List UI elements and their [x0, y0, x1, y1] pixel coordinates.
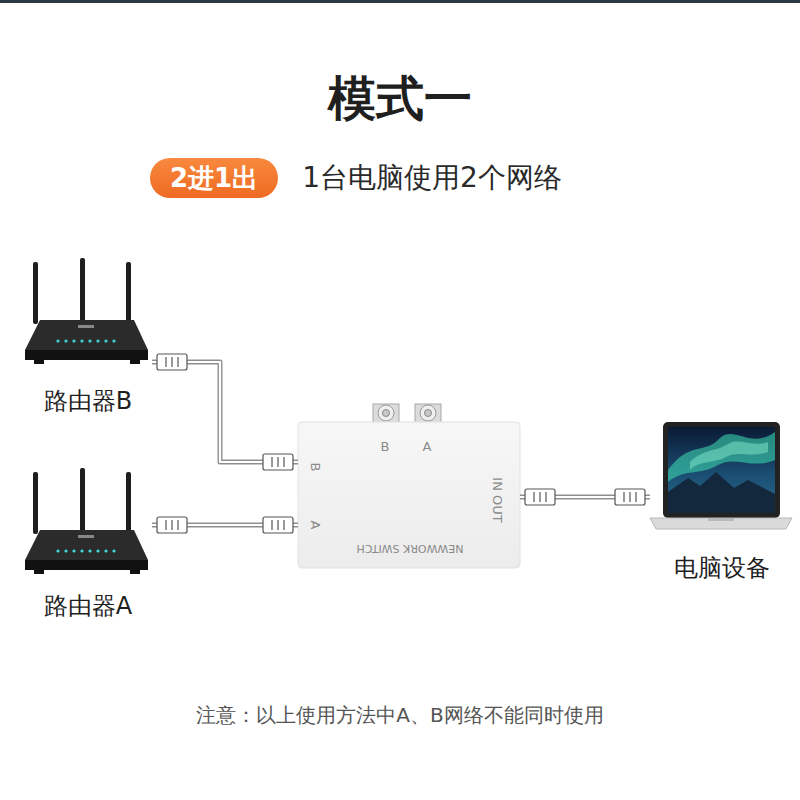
laptop-notch — [708, 518, 734, 521]
device-label: 路由器A — [44, 592, 132, 621]
network-cable — [152, 517, 298, 533]
rj45-plug — [263, 454, 293, 470]
knob — [378, 405, 394, 421]
plug-contact — [177, 520, 178, 530]
knob-base — [415, 404, 441, 424]
mode-badge: 2进1出 — [150, 158, 278, 198]
plug-contact — [277, 520, 278, 530]
network-cable — [520, 489, 650, 505]
network-switch: B A B A IN OUT NEWWORK SWITCH — [298, 422, 520, 568]
rj45-plug — [157, 354, 187, 370]
aurora — [690, 442, 768, 470]
rj45-plug — [157, 517, 187, 533]
product-name: NEWWORK SWITCH — [356, 541, 463, 554]
plug-contact — [171, 520, 172, 530]
title: 模式一 — [0, 68, 800, 128]
top-bar — [0, 0, 800, 3]
note: 注意：以上使用方法中A、B网络不能同时使用 — [0, 700, 800, 730]
knob — [420, 405, 436, 421]
plug-contact — [539, 492, 540, 502]
device-label: 电脑设备 — [674, 554, 770, 583]
plug-contact — [623, 492, 624, 502]
plug-contact — [283, 520, 284, 530]
plug-contact — [533, 492, 534, 502]
knob-base — [373, 404, 399, 424]
router-a: 路由器A — [22, 468, 152, 576]
router-a-picture — [25, 468, 148, 574]
subtitle: 1台电脑使用2个网络 — [302, 158, 562, 198]
port-label: A — [307, 521, 323, 530]
plug-contact — [177, 357, 178, 367]
plug-contact — [277, 457, 278, 467]
port-label: B — [381, 439, 390, 455]
plug-contact — [629, 492, 630, 502]
plug-contact — [271, 457, 272, 467]
knob-core — [383, 410, 390, 417]
port-label: B — [307, 463, 323, 472]
port-label: A — [423, 439, 432, 455]
plug-contact — [171, 357, 172, 367]
laptop-picture — [650, 422, 792, 529]
knob-core — [425, 410, 432, 417]
plug-contact — [165, 520, 166, 530]
plug-contact — [283, 457, 284, 467]
router-b-picture — [25, 258, 148, 364]
aurora — [668, 432, 775, 482]
cable-core — [152, 362, 298, 462]
port-label: IN OUT — [489, 477, 505, 522]
computer: 电脑设备 — [650, 420, 792, 530]
switch-picture — [298, 404, 520, 568]
laptop-base — [650, 518, 792, 529]
device-label: 路由器B — [44, 387, 132, 416]
badge-text: 2进1出 — [150, 158, 278, 198]
plug-contact — [271, 520, 272, 530]
plug-contact — [545, 492, 546, 502]
laptop-screen — [668, 427, 775, 513]
rj45-plug — [263, 517, 293, 533]
laptop-bezel — [663, 422, 780, 518]
switch-body — [298, 422, 520, 568]
rj45-plug — [615, 489, 645, 505]
plug-contact — [635, 492, 636, 502]
router-b: 路由器B — [22, 258, 152, 366]
rj45-plug — [525, 489, 555, 505]
mountains — [668, 472, 775, 513]
network-cable — [152, 354, 298, 470]
cable-sheath — [152, 362, 298, 462]
plug-contact — [165, 357, 166, 367]
